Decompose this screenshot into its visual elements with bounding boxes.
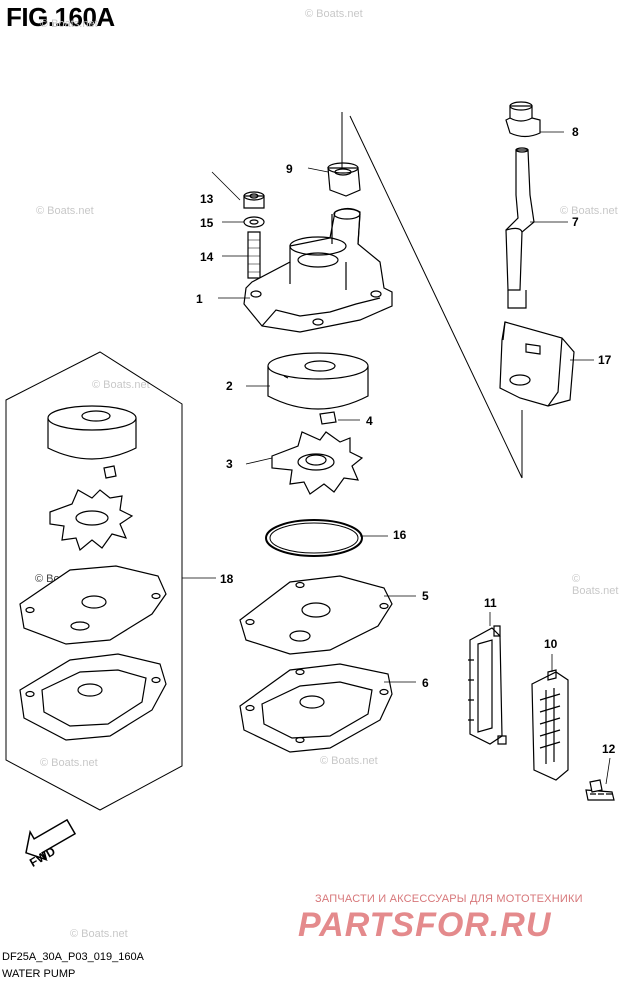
callout-6: 6 xyxy=(422,676,429,690)
watermark-boats: © Boats.net xyxy=(70,928,128,940)
watermark-ru-logo: PARTSFOR.RU xyxy=(298,906,552,944)
watermark-boats: © Boats.net xyxy=(40,757,98,769)
part-strainer-10 xyxy=(531,669,569,781)
callout-3: 3 xyxy=(226,457,233,471)
part-grommet-8 xyxy=(505,101,541,138)
kit-impeller xyxy=(49,489,134,552)
part-plate-6 xyxy=(239,663,393,753)
callout-10: 10 xyxy=(544,637,558,651)
watermark-boats: © Boats.net xyxy=(92,379,150,391)
part-key-4 xyxy=(319,411,337,425)
kit-gasket xyxy=(19,565,167,645)
part-grommet-9 xyxy=(327,162,361,197)
part-stud-14 xyxy=(247,231,261,279)
callout-2: 2 xyxy=(226,379,233,393)
part-impeller-3 xyxy=(271,431,364,495)
callout-1: 1 xyxy=(196,292,203,306)
callout-14: 14 xyxy=(200,250,214,264)
part-seal-17 xyxy=(499,321,575,407)
watermark-boats: © Boats.net xyxy=(560,205,618,217)
callout-13: 13 xyxy=(200,192,214,206)
part-bracket-11 xyxy=(468,625,507,745)
group-line xyxy=(341,112,523,479)
watermark-boats: © Boats.net xyxy=(40,18,98,30)
watermark-boats: © Boats.net xyxy=(320,755,378,767)
part-screw-12 xyxy=(585,779,615,801)
callout-15: 15 xyxy=(200,216,214,230)
part-nut-13 xyxy=(243,191,265,209)
kit-outline-18 xyxy=(5,351,183,811)
callout-11: 11 xyxy=(484,596,497,610)
part-gasket-5 xyxy=(239,575,393,655)
watermark-boats: © Boats.net xyxy=(572,573,619,597)
part-pump-case-1 xyxy=(243,207,393,333)
callout-18: 18 xyxy=(220,572,234,586)
kit-plate xyxy=(19,653,167,741)
callout-8: 8 xyxy=(572,125,579,139)
callout-16: 16 xyxy=(393,528,407,542)
watermark-boats: © Boats.net xyxy=(36,205,94,217)
fwd-arrow-icon xyxy=(25,818,77,861)
callout-5: 5 xyxy=(422,589,429,603)
callout-12: 12 xyxy=(602,742,616,756)
watermark-ru-text: ЗАПЧАСТИ И АКСЕССУАРЫ ДЛЯ МОТОТЕХНИКИ xyxy=(315,893,583,905)
part-liner-2 xyxy=(267,352,369,410)
part-water-tube-7 xyxy=(505,147,535,309)
callout-9: 9 xyxy=(286,162,293,176)
kit-liner xyxy=(47,405,137,460)
part-oring-16 xyxy=(265,519,363,557)
part-washer-15 xyxy=(243,216,265,228)
callout-7: 7 xyxy=(572,215,579,229)
kit-key xyxy=(103,465,117,479)
callout-17: 17 xyxy=(598,353,612,367)
figure-title: FIG.160A xyxy=(6,2,115,32)
figure-caption: WATER PUMP xyxy=(2,968,76,980)
drawing-code: DF25A_30A_P03_019_160A xyxy=(2,951,144,963)
callout-4: 4 xyxy=(366,414,373,428)
watermark-boats: © Boats.net xyxy=(305,8,363,20)
